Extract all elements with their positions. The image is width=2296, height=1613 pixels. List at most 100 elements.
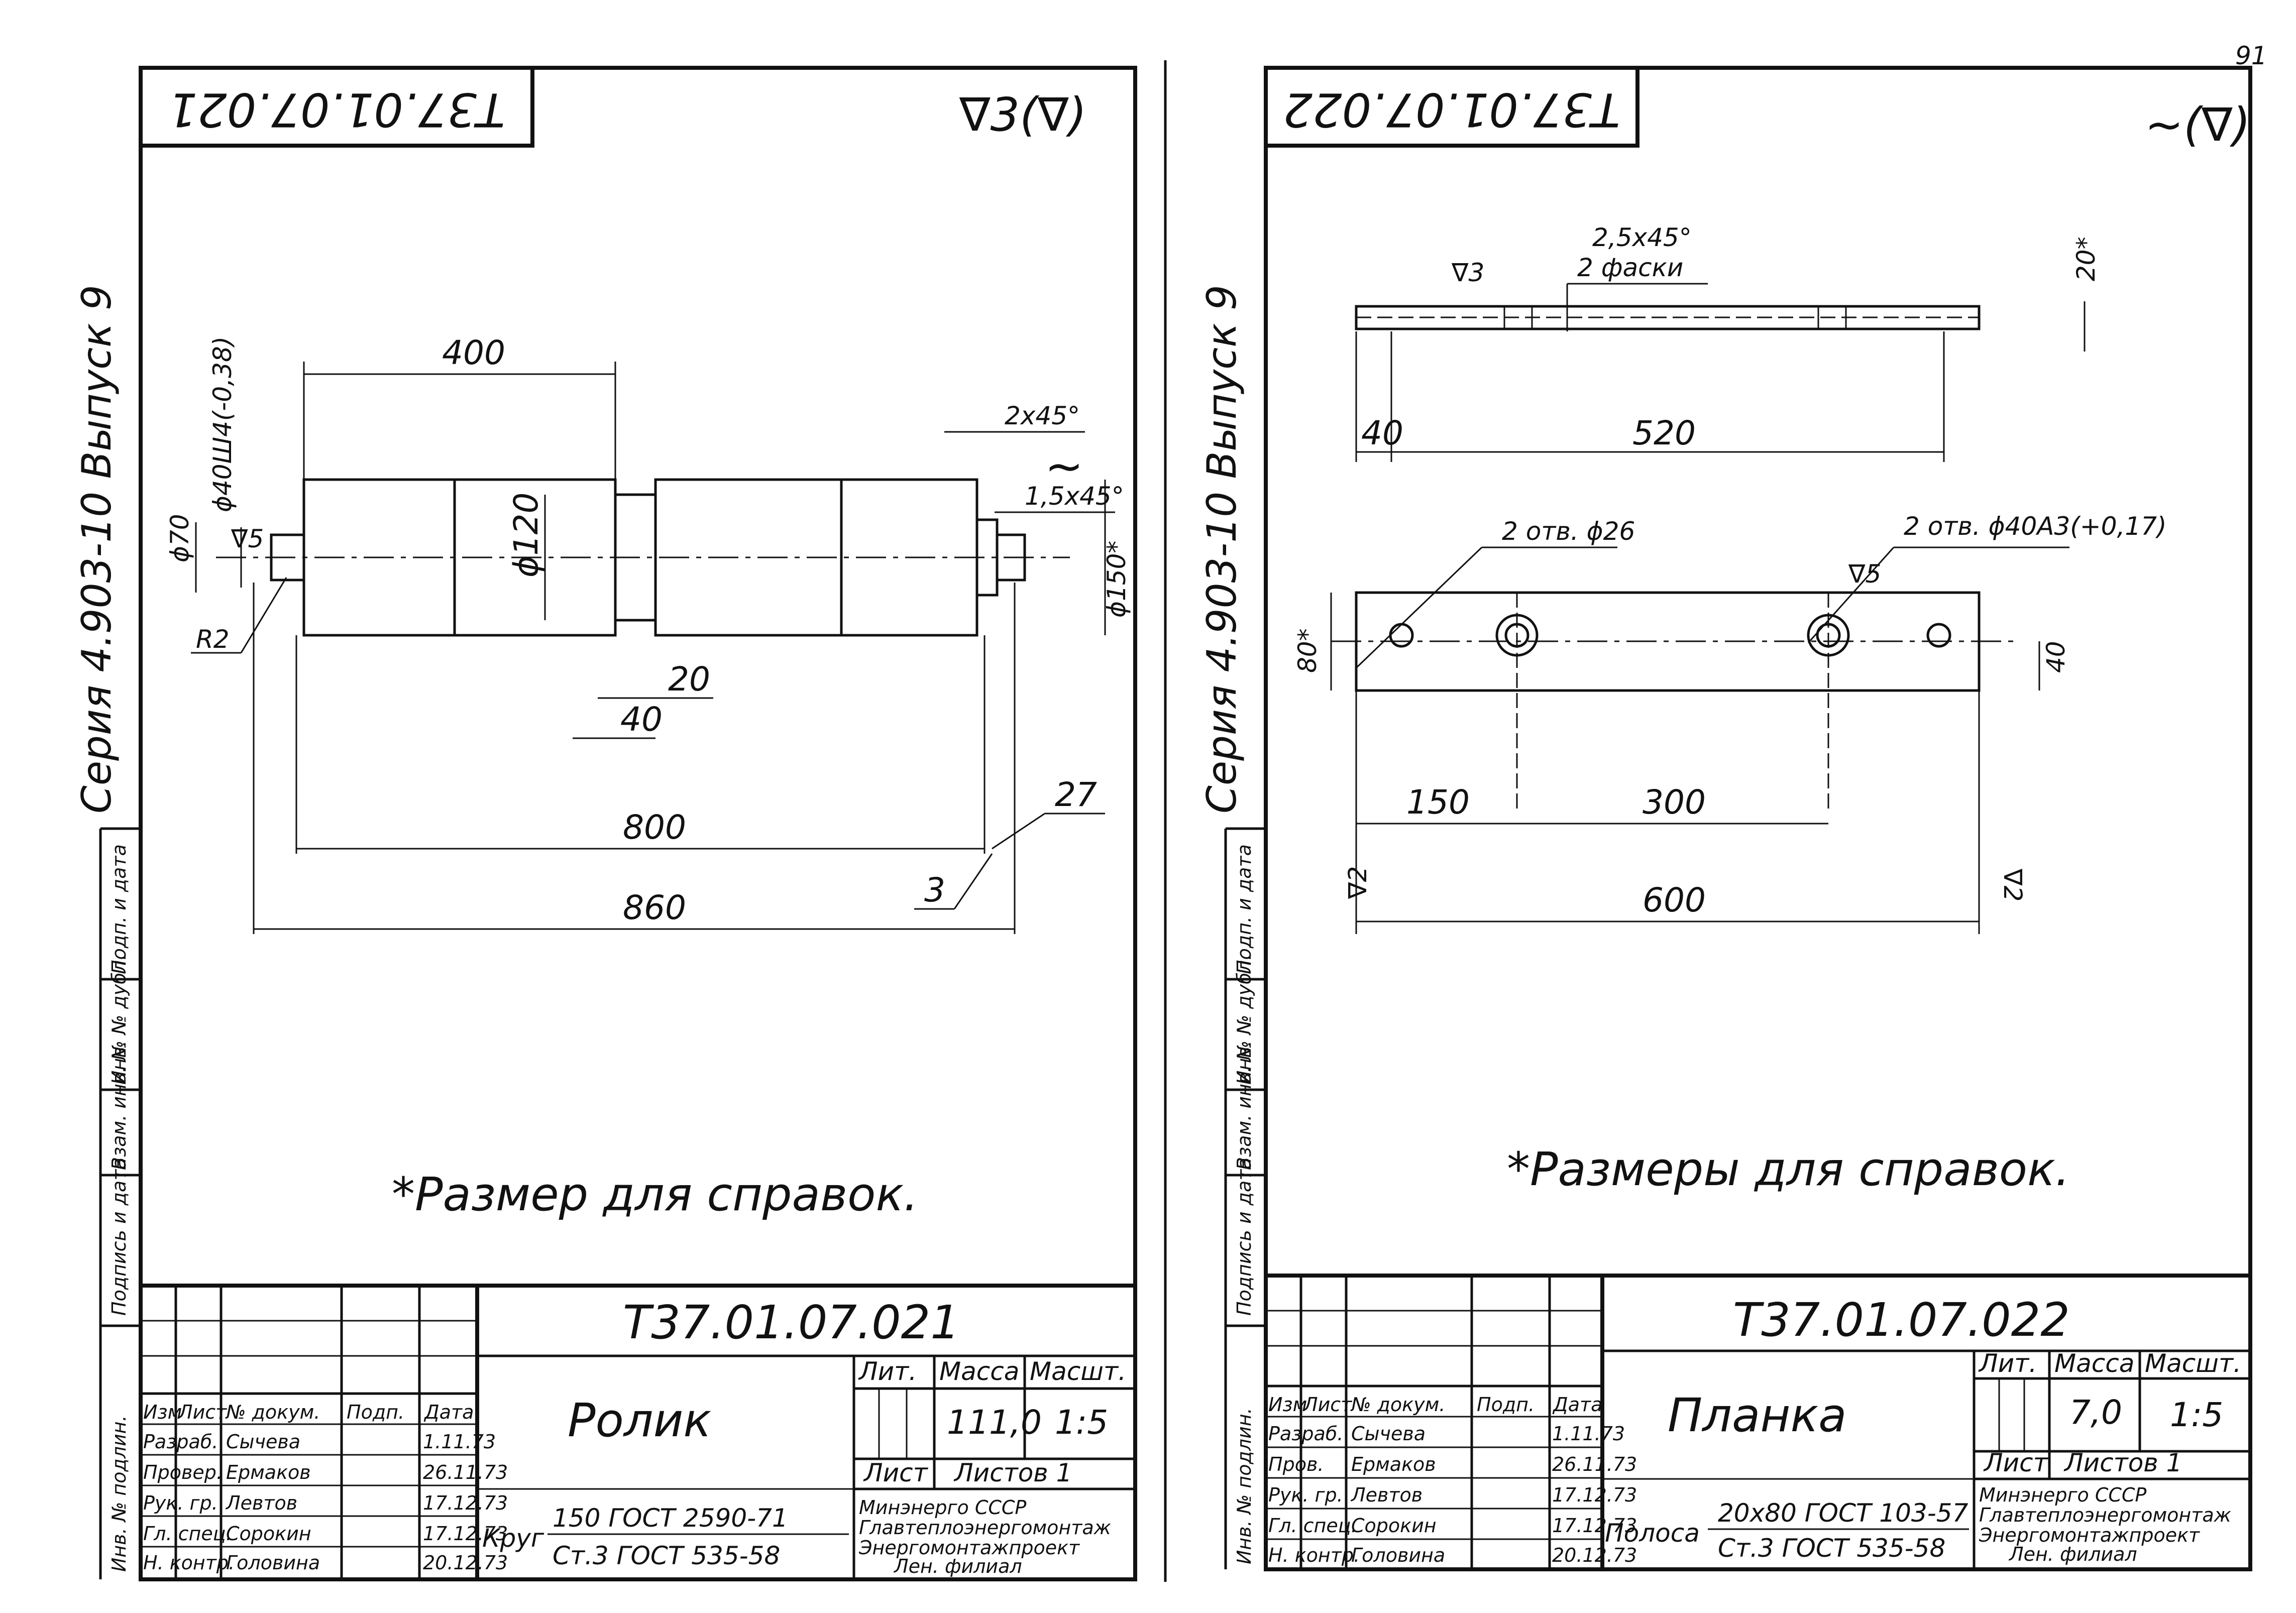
- dim-d40: ϕ40Ш4(-0,38): [208, 336, 237, 512]
- hole-26: [1926, 623, 1951, 648]
- dim-860: 860: [623, 888, 686, 927]
- hole-cut: [1817, 305, 1847, 330]
- dim-800: 800: [623, 808, 686, 847]
- dim-520: 520: [1632, 414, 1696, 452]
- corner-code: Т37.01.07.022: [1283, 83, 1620, 137]
- strip-plan: 2 отв. ϕ26 2 отв. ϕ40А3(+0,17) ∇5 80* 40…: [1293, 512, 2167, 934]
- dim-40-plan: 40: [2041, 641, 2070, 673]
- strip-section: 2,5x45° 2 фаски ∇3 20* 40 520: [1355, 223, 2101, 462]
- rev-header: Подп.: [347, 1401, 404, 1423]
- row-date: 17.12.73: [1552, 1484, 1637, 1506]
- row-role: Гл. спец.: [1268, 1515, 1357, 1537]
- mass-label: Масса: [2054, 1349, 2134, 1378]
- row-date: 17.12.73: [423, 1492, 508, 1514]
- material-line: 150 ГОСТ 2590-71: [553, 1504, 788, 1533]
- row-name: Сорокин: [1351, 1515, 1437, 1537]
- title-block: Т37.01.07.022 Планка Лит. Масса Масшт. 7…: [1266, 1274, 2250, 1569]
- row-date: 17.12.73: [1552, 1515, 1637, 1537]
- stamp-label: Подп. и дата: [108, 844, 130, 974]
- stamp-label: Подп. и дата: [1233, 844, 1255, 974]
- org-line: Минэнерго СССР: [1979, 1484, 2146, 1506]
- corner-code: Т37.01.07.021: [168, 83, 505, 137]
- corner-code-box: [139, 66, 534, 148]
- hole-40-label: 2 отв. ϕ40А3(+0,17): [1904, 512, 2167, 541]
- mass-value: 7,0: [2069, 1393, 2122, 1432]
- row-role: Провер.: [143, 1461, 223, 1483]
- chamfer-label: 2,5x45°: [1592, 223, 1692, 252]
- dim-d70: ϕ70: [165, 514, 194, 562]
- roughness-v3: ∇3: [1451, 258, 1484, 287]
- lit-label: Лит.: [858, 1357, 917, 1386]
- roller-drawing: [216, 478, 1070, 637]
- row-role: Н. контр.: [1268, 1544, 1360, 1566]
- row-role: Н. контр.: [143, 1552, 235, 1574]
- dim-3: 3: [924, 871, 945, 909]
- dim-400: 400: [442, 333, 505, 372]
- sheets-label: Листов 1: [2063, 1448, 2182, 1477]
- row-date: 20.12.73: [423, 1552, 508, 1574]
- roughness-v2: ∇2: [1343, 866, 1372, 899]
- org-line: Главтеплоэнергомонтаж: [1979, 1504, 2231, 1526]
- rev-header: Подп.: [1477, 1394, 1535, 1416]
- row-date: 26.11.73: [423, 1461, 508, 1483]
- mass-label: Масса: [939, 1357, 1019, 1386]
- row-name: Левтов: [1350, 1484, 1423, 1506]
- hole-cut: [1503, 305, 1533, 330]
- row-role: Гл. спец.: [143, 1523, 232, 1545]
- row-name: Ермаков: [1351, 1453, 1436, 1475]
- dim-600: 600: [1643, 881, 1706, 919]
- chamfer-2x45: 2x45°: [1005, 401, 1080, 430]
- row-name: Левтов: [225, 1492, 297, 1514]
- stamp-label: Взам. инв. №: [1233, 1041, 1255, 1170]
- hole-26: [1389, 623, 1414, 648]
- rev-header: Изм: [143, 1401, 182, 1423]
- sheets-label: Листов 1: [953, 1458, 1072, 1487]
- title-code: Т37.01.07.022: [1733, 1293, 2070, 1347]
- row-date: 1.11.73: [423, 1431, 496, 1453]
- material-prefix: Круг: [482, 1524, 544, 1553]
- row-role: Разраб.: [1268, 1423, 1343, 1445]
- rev-header: Лист: [1302, 1394, 1353, 1416]
- right-journal: [996, 533, 1026, 582]
- row-name: Ермаков: [226, 1461, 311, 1483]
- stamp-label: Инв. № подлин.: [1233, 1408, 1255, 1564]
- sheet-label: Лист: [863, 1458, 929, 1487]
- roughness-v5: ∇5: [1848, 559, 1881, 589]
- sheet-label: Лист: [1983, 1448, 2049, 1477]
- rev-header: Дата: [1552, 1394, 1602, 1416]
- roughness-v5: ∇5: [231, 524, 264, 553]
- left-sheet: Инв. № подлин. Подпись и дата Взам. инв.…: [73, 66, 1137, 1581]
- row-name: Головина: [226, 1552, 320, 1574]
- row-name: Головина: [1351, 1544, 1445, 1566]
- rev-header: Дата: [423, 1401, 474, 1423]
- stamp-label: Инв. № дубл.: [1233, 954, 1255, 1085]
- dim-300: 300: [1643, 783, 1706, 822]
- part-name: Ролик: [568, 1394, 711, 1447]
- row-name: Сычева: [1351, 1423, 1426, 1445]
- org-line: Энергомонтажпроект: [858, 1537, 1080, 1559]
- row-date: 1.11.73: [1552, 1423, 1625, 1445]
- scale-value: 1:5: [1055, 1403, 1108, 1442]
- dim-20: 20*: [2071, 237, 2101, 281]
- chamfer-1-5x45: 1,5x45°: [1025, 482, 1124, 511]
- roughness-v2: ∇2: [1998, 868, 2027, 901]
- dim-20: 20: [668, 660, 710, 699]
- chamfer-count: 2 фаски: [1577, 253, 1683, 282]
- page-number: 91: [2235, 41, 2267, 70]
- org-line: Энергомонтажпроект: [1979, 1524, 2201, 1546]
- hole-26-label: 2 отв. ϕ26: [1502, 517, 1635, 546]
- scale-value: 1:5: [2170, 1396, 2223, 1434]
- row-name: Сорокин: [226, 1523, 311, 1545]
- series-label: Серия 4.903-10 Выпуск 9: [73, 285, 120, 814]
- reference-note: *Размеры для справок.: [1507, 1142, 2070, 1196]
- row-role: Рук. гр.: [1268, 1484, 1343, 1506]
- org-line: Минэнерго СССР: [859, 1496, 1026, 1519]
- rev-header: № докум.: [1350, 1394, 1445, 1416]
- row-date: 20.12.73: [1552, 1544, 1637, 1566]
- stamp-label: Подпись и дата: [108, 1158, 130, 1316]
- dim-150: 150: [1406, 783, 1470, 822]
- title-block: Т37.01.07.021 Ролик Лит. Масса Масшт. 11…: [141, 1284, 1135, 1579]
- stamp-label: Инв. № дубл.: [108, 954, 130, 1085]
- rev-header: № докум.: [225, 1401, 320, 1423]
